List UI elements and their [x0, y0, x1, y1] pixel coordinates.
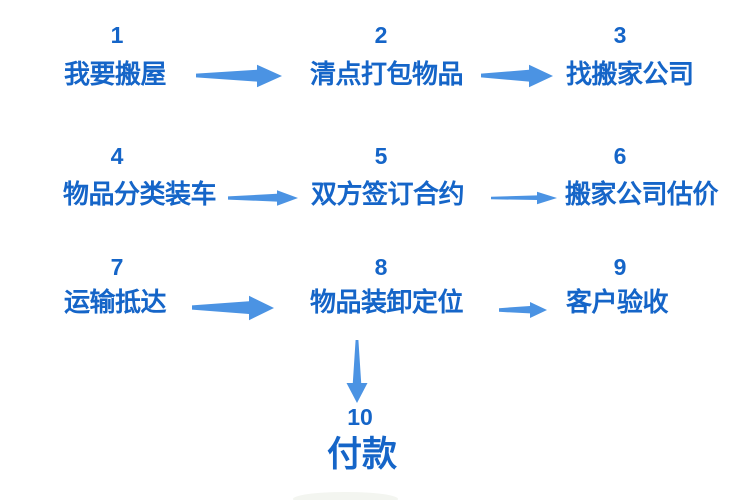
step-7-number: 7: [110, 254, 124, 280]
step-1-number: 1: [110, 22, 124, 48]
step-4-label: 物品分类装车: [63, 179, 217, 209]
arrow-right-icon-step8-to-step9: [499, 301, 547, 319]
step-10-number: 10: [347, 404, 373, 430]
step-10-label: 付款: [326, 435, 397, 474]
arrow-right-icon-step5-to-step6: [491, 189, 557, 207]
step-4-number: 4: [110, 143, 124, 169]
step-1-label: 我要搬屋: [64, 59, 167, 89]
arrow-down-icon-step8-to-step10: [344, 340, 370, 403]
step-5-label: 双方签订合约: [311, 179, 465, 209]
arrow-right-icon-step1-to-step2: [196, 64, 282, 88]
step-9-number: 9: [613, 254, 627, 280]
step-7-label: 运输抵达: [64, 287, 167, 317]
arrow-right-icon-step2-to-step3: [481, 64, 553, 88]
step-5-number: 5: [374, 143, 388, 169]
step-8-label: 物品装卸定位: [310, 287, 464, 317]
step-3-label: 找搬家公司: [566, 59, 694, 89]
step-8-number: 8: [374, 254, 388, 280]
arrow-right-icon-step4-to-step5: [228, 189, 298, 207]
step-2-number: 2: [374, 22, 388, 48]
cutoff-bottom-shape: [293, 492, 398, 500]
step-6-label: 搬家公司估价: [565, 179, 719, 209]
step-6-number: 6: [613, 143, 627, 169]
step-9-label: 客户验收: [566, 287, 669, 317]
arrow-right-icon-step7-to-step8: [192, 295, 274, 321]
step-2-label: 清点打包物品: [310, 59, 464, 89]
step-3-number: 3: [613, 22, 627, 48]
